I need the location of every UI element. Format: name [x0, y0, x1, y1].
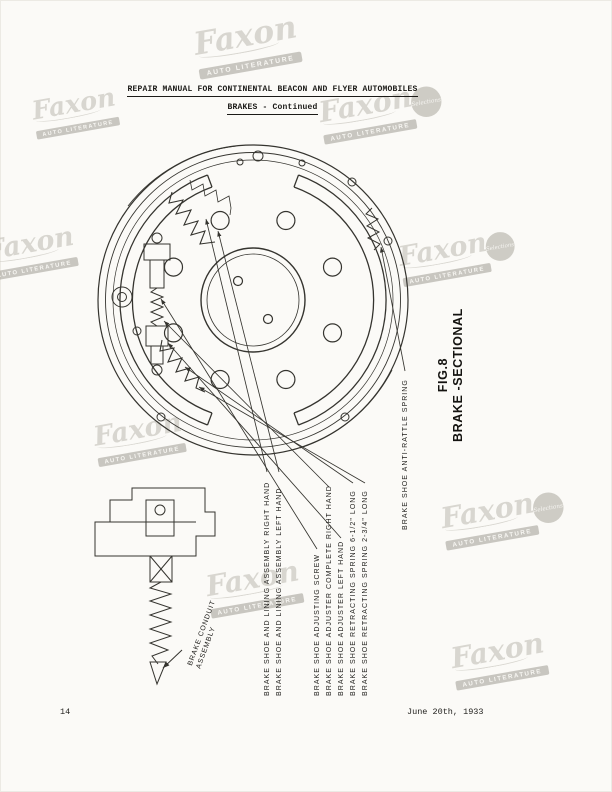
part-label-adjuster-left: BRAKE SHOE ADJUSTER LEFT HAND [338, 540, 345, 696]
watermark-tagline: AUTO LITERATURE [445, 525, 540, 551]
conduit-label: BRAKE CONDUIT ASSEMBLY [186, 599, 227, 670]
section-title: BRAKES - Continued [227, 103, 318, 115]
part-label-retracting-spring-short: BRAKE SHOE RETRACTING SPRING 2-3/4" LONG [362, 490, 369, 696]
watermark-tagline: AUTO LITERATURE [455, 665, 550, 691]
figure-number: FIG.8 [436, 357, 450, 393]
faxon-watermark: Faxon AUTO LITERATURE Selections [438, 486, 566, 552]
header-row: REPAIR MANUAL FOR CONTINENTAL BEACON AND… [0, 78, 545, 97]
adjuster-hardware [143, 232, 171, 376]
watermark-tagline: AUTO LITERATURE [35, 116, 121, 140]
watermark-tagline: AUTO LITERATURE [323, 119, 418, 145]
part-label-retracting-spring-long: BRAKE SHOE RETRACTING SPRING 6-1/2" LONG [350, 490, 357, 696]
figure-caption: FIG.8 BRAKE -SECTIONAL [436, 308, 466, 442]
watermark-brand-text: Faxon [396, 226, 490, 274]
faxon-watermark: Faxon AUTO LITERATURE [0, 220, 79, 283]
part-label-shoe-lining-right: BRAKE SHOE AND LINING ASSEMBLY RIGHT HAN… [264, 481, 271, 696]
watermark-brand-text: Faxon [0, 220, 77, 268]
section-row: BRAKES - Continued [0, 96, 545, 115]
faxon-watermark: Faxon AUTO LITERATURE [191, 9, 303, 81]
watermark-tagline: AUTO LITERATURE [97, 442, 187, 468]
watermark-brand-text: Faxon [203, 554, 302, 604]
watermark-swoosh [0, 244, 60, 265]
watermark-swoosh [401, 250, 473, 271]
watermark-swoosh [209, 579, 284, 602]
watermark-brand-text: Faxon [448, 626, 547, 676]
brake-drum-group [97, 144, 409, 456]
watermark-selections-badge: Selections [483, 229, 517, 264]
watermark-tagline: AUTO LITERATURE [198, 51, 303, 80]
part-label-shoe-lining-left: BRAKE SHOE AND LINING ASSEMBLY LEFT HAND [276, 487, 283, 697]
watermark-selections-badge: Selections [530, 490, 566, 526]
brake-shoes [119, 174, 387, 426]
watermark-swoosh [444, 511, 519, 534]
watermark-tagline: AUTO LITERATURE [402, 262, 492, 288]
watermark-swoosh [96, 430, 168, 451]
page-number: 14 [60, 707, 71, 717]
part-label-adjusting-screw: BRAKE SHOE ADJUSTING SCREW [314, 553, 321, 696]
retracting-spring-lower [159, 339, 206, 393]
page-date: June 20th, 1933 [407, 707, 484, 717]
watermark-swoosh [454, 651, 529, 674]
page-title: REPAIR MANUAL FOR CONTINENTAL BEACON AND… [127, 85, 418, 97]
part-label-anti-rattle-spring: BRAKE SHOE ANTI-RATTLE SPRING [402, 379, 409, 530]
anti-rattle-spring [365, 207, 381, 251]
rim-details [111, 150, 393, 422]
faxon-watermark: Faxon AUTO LITERATURE [91, 406, 187, 469]
watermark-swoosh [197, 36, 280, 61]
faxon-watermark: Faxon AUTO LITERATURE Selections [396, 226, 517, 289]
retracting-spring-upper [168, 179, 232, 245]
bolt-holes [163, 210, 343, 390]
watermark-brand-text: Faxon [191, 9, 300, 64]
watermark-brand-text: Faxon [438, 486, 537, 536]
part-label-adjuster-complete-right: BRAKE SHOE ADJUSTER COMPLETE RIGHT HAND [326, 485, 333, 696]
faxon-watermark: Faxon AUTO LITERATURE [448, 626, 550, 692]
figure-title: BRAKE -SECTIONAL [451, 308, 465, 442]
watermark-tagline: AUTO LITERATURE [0, 256, 79, 282]
watermark-brand-text: Faxon [91, 406, 185, 454]
